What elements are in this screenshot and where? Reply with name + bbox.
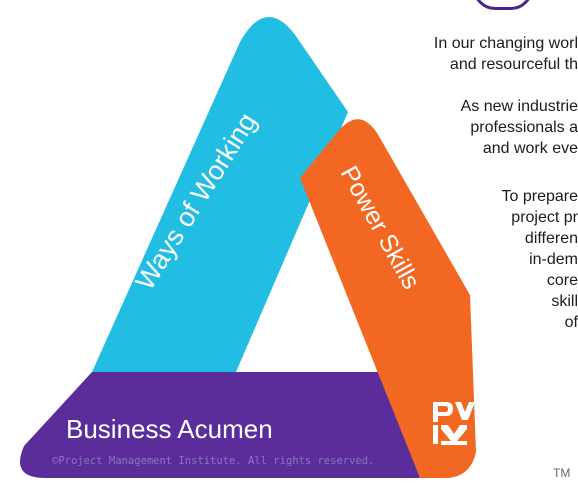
intro-line: differen	[524, 230, 578, 247]
intro-line: in-dem	[529, 251, 578, 268]
intro-paragraph-3: To prepare project pr differen in-dem co…	[502, 186, 578, 333]
business-acumen-label: Business Acumen	[66, 414, 273, 444]
power-skills-side	[300, 119, 476, 479]
intro-line: professionals a	[470, 119, 578, 136]
intro-line: skill	[551, 293, 578, 310]
intro-line: and work eve	[482, 140, 578, 157]
intro-line: of	[564, 314, 578, 331]
pmi-logo: PMI	[433, 402, 475, 445]
business-acumen-side	[20, 372, 420, 478]
ways-of-working-side	[92, 17, 348, 372]
intro-line: As new industrie	[460, 98, 578, 115]
copyright-notice: ©Project Management Institute. All right…	[52, 455, 375, 467]
intro-paragraph-1: In our changing worl and resourceful th	[434, 33, 578, 75]
intro-line: project pr	[511, 209, 578, 226]
intro-line: core	[546, 272, 578, 289]
intro-paragraph-2: As new industrie professionals a and wor…	[461, 96, 578, 159]
intro-line: In our changing worl	[433, 35, 578, 52]
trademark-mark: TM	[553, 466, 571, 480]
intro-line: To prepare	[501, 188, 578, 205]
intro-line: and resourceful th	[449, 56, 578, 73]
